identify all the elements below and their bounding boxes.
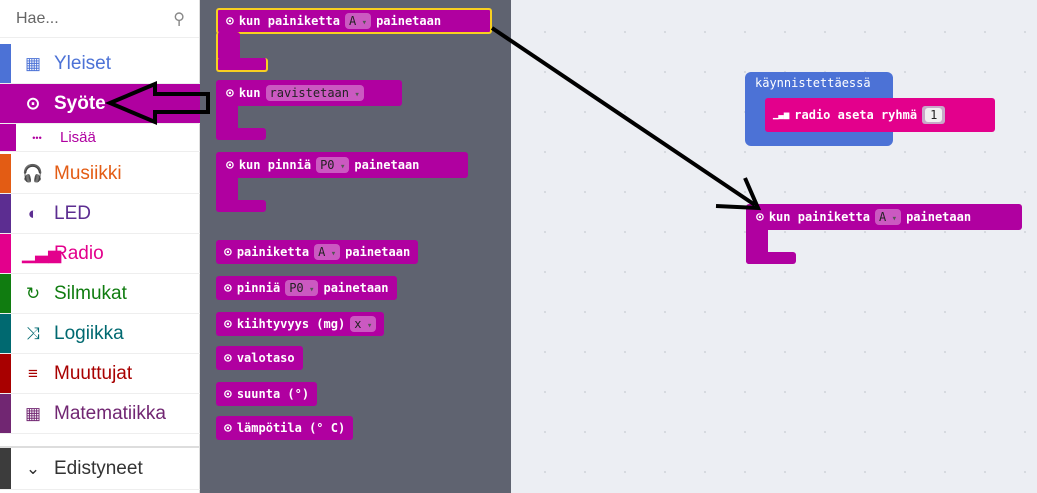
category-led[interactable]: ◐ LED <box>0 194 200 234</box>
arrowhead-icon <box>715 177 762 211</box>
category-color-bar <box>0 394 11 433</box>
category-logiikka[interactable]: ⤨ Logiikka <box>0 314 200 354</box>
toggle-icon: ◐ <box>27 203 39 223</box>
target-icon: ⊙ <box>25 93 41 113</box>
reporter-block-b6[interactable]: ⊙ kiihtyvyys (mg) x <box>216 312 385 336</box>
reporter-block-b8[interactable]: ⊙ suunta (°) <box>216 382 318 406</box>
block-text: lämpötila (° C) <box>236 421 346 435</box>
block-text: radio aseta ryhmä <box>794 108 918 122</box>
block-text: painetaan <box>376 14 442 28</box>
category-color-bar <box>0 124 16 151</box>
block-text: valotaso <box>236 351 295 365</box>
block-text: kun pinniä <box>238 158 312 172</box>
category-musiikki[interactable]: 🎧 Musiikki <box>0 154 200 194</box>
target-icon: ⊙ <box>224 386 232 402</box>
target-icon: ⊙ <box>756 209 764 225</box>
category-yleiset[interactable]: ▦ Yleiset <box>0 44 200 84</box>
category-color-bar <box>0 274 11 313</box>
category-radio[interactable]: ▁▃▅Radio <box>0 234 200 274</box>
category-label: Muuttujat <box>54 362 133 384</box>
block-text: pinniä <box>236 281 281 295</box>
category-color-bar <box>0 234 11 273</box>
block-text: kun painiketta <box>238 14 340 28</box>
reporter-block-b4[interactable]: ⊙ painiketta Apainetaan <box>216 240 419 264</box>
target-icon: ⊙ <box>224 316 232 332</box>
toolbox: Hae... ⚲ ▦ Yleiset ⊙ Syöte ••• Lisää 🎧 Musiikki… <box>0 0 200 493</box>
category-label: Syöte <box>54 92 106 114</box>
target-icon: ⊙ <box>226 13 234 29</box>
arrow-line <box>490 26 757 207</box>
block-text: kun <box>238 86 261 100</box>
category-label: Yleiset <box>54 52 112 74</box>
search-box[interactable]: Hae... ⚲ <box>0 0 199 38</box>
gesture-dropdown[interactable]: ravistetaan <box>265 85 364 101</box>
block-text: kun painiketta <box>768 210 870 224</box>
flyout: ⊙kun painikettaApainetaan ⊙kunravistetaa… <box>200 0 511 493</box>
on-start-label: käynnistettäessä <box>755 76 871 90</box>
category-matematiikka[interactable]: ▦ Matematiikka <box>0 394 200 434</box>
button-dropdown[interactable]: A <box>874 209 902 225</box>
category-color-bar <box>0 314 11 353</box>
refresh-icon: ↻ <box>25 283 41 303</box>
reporter-block-b7[interactable]: ⊙ valotaso <box>216 346 303 370</box>
arrow-left-icon <box>104 80 210 126</box>
more-icon: ••• <box>32 132 42 143</box>
block-text: painetaan <box>906 210 972 224</box>
group-number-input[interactable]: 1 <box>925 108 943 122</box>
target-icon: ⊙ <box>226 85 234 101</box>
block-text: painiketta <box>236 245 310 259</box>
button-dropdown[interactable]: A <box>344 13 372 29</box>
category-label: Silmukat <box>54 282 127 304</box>
list-icon: ≡ <box>28 363 38 383</box>
reporter-block-b5[interactable]: ⊙ pinniä P0 painetaan <box>216 276 397 300</box>
category-label: Radio <box>54 242 104 264</box>
block-text: painetaan <box>354 158 420 172</box>
category-silmukat[interactable]: ↻ Silmukat <box>0 274 200 314</box>
headphones-icon: 🎧 <box>22 163 44 183</box>
category-edistyneet[interactable]: ⌄ Edistyneet <box>0 446 200 490</box>
search-input[interactable]: Hae... <box>16 9 59 27</box>
calculator-icon: ▦ <box>24 403 42 423</box>
category-label: Edistyneet <box>54 457 143 479</box>
target-icon: ⊙ <box>226 157 234 173</box>
category-lisää[interactable]: ••• Lisää <box>0 124 200 152</box>
chevron-down-icon: ⌄ <box>25 458 41 478</box>
target-icon: ⊙ <box>224 244 232 260</box>
category-syöte[interactable]: ⊙ Syöte <box>0 84 200 124</box>
block-text: painetaan <box>345 245 411 259</box>
shuffle-icon: ⤨ <box>26 323 40 343</box>
block-dropdown[interactable]: P0 <box>285 280 319 296</box>
category-color-bar <box>0 44 11 83</box>
category-color-bar <box>0 194 11 233</box>
category-label: Musiikki <box>54 162 122 184</box>
search-icon[interactable]: ⚲ <box>173 10 185 28</box>
category-color-bar <box>0 448 11 489</box>
target-icon: ⊙ <box>224 350 232 366</box>
block-dropdown[interactable]: A <box>314 244 341 260</box>
signal-icon: ▁▃▅ <box>773 110 790 120</box>
target-icon: ⊙ <box>224 420 232 436</box>
category-label: Lisää <box>60 129 96 146</box>
category-color-bar <box>0 154 11 193</box>
block-text: painetaan <box>323 281 389 295</box>
grid-icon: ▦ <box>24 53 42 73</box>
pin-dropdown[interactable]: P0 <box>316 157 350 173</box>
category-muuttujat[interactable]: ≡ Muuttujat <box>0 354 200 394</box>
reporter-block-b9[interactable]: ⊙ lämpötila (° C) <box>216 416 354 440</box>
block-text: suunta (°) <box>236 387 310 401</box>
block-dropdown[interactable]: x <box>350 316 377 332</box>
workspace[interactable]: käynnistettäessä ▁▃▅ radio aseta ryhmä 1 ⊙… <box>511 0 1037 493</box>
category-color-bar <box>0 354 11 393</box>
category-label: Logiikka <box>54 322 124 344</box>
target-icon: ⊙ <box>224 280 232 296</box>
category-color-bar <box>0 84 11 123</box>
category-label: Matematiikka <box>54 402 166 424</box>
category-label: LED <box>54 202 91 224</box>
block-text: kiihtyvyys (mg) <box>236 317 346 331</box>
